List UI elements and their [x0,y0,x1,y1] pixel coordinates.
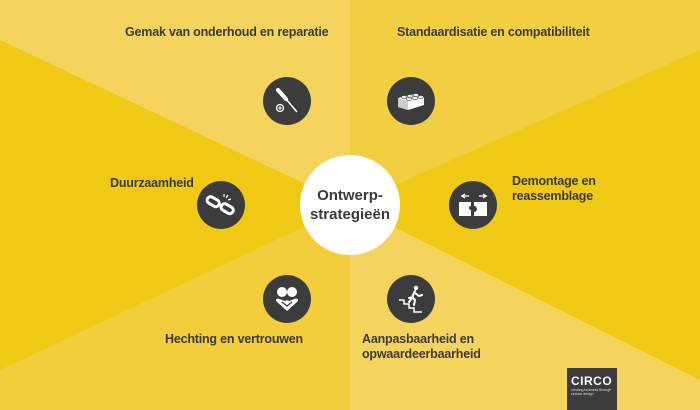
label-line1: Aanpasbaarheid en [362,332,474,346]
lego-brick-icon [387,77,435,125]
stairs-runner-icon [387,275,435,323]
screwdriver-icon [263,77,311,125]
chain-icon [197,181,245,229]
circo-logo: CIRCO creating business through circular… [567,368,617,410]
center-title-line1: Ontwerp- [317,187,383,204]
puzzle-icon [449,181,497,229]
logo-tagline: creating business through circular desig… [571,388,612,396]
strategy-label-repair: Gemak van onderhoud en reparatie [125,25,329,39]
logo-name: CIRCO [571,374,613,388]
label-line1: Demontage en [512,174,596,188]
label-line2: opwaardeerbaarheid [362,347,481,361]
strategy-label-durability: Duurzaamheid [110,176,194,190]
hug-heart-icon [263,275,311,323]
strategy-label-attachment: Hechting en vertrouwen [165,332,303,346]
label-line2: reassemblage [512,189,593,203]
strategy-label-standardisation: Standaardisatie en compatibiliteit [397,25,590,39]
center-title-line2: strategieën [309,206,391,223]
center-circle: Ontwerp-strategieën [300,155,400,255]
